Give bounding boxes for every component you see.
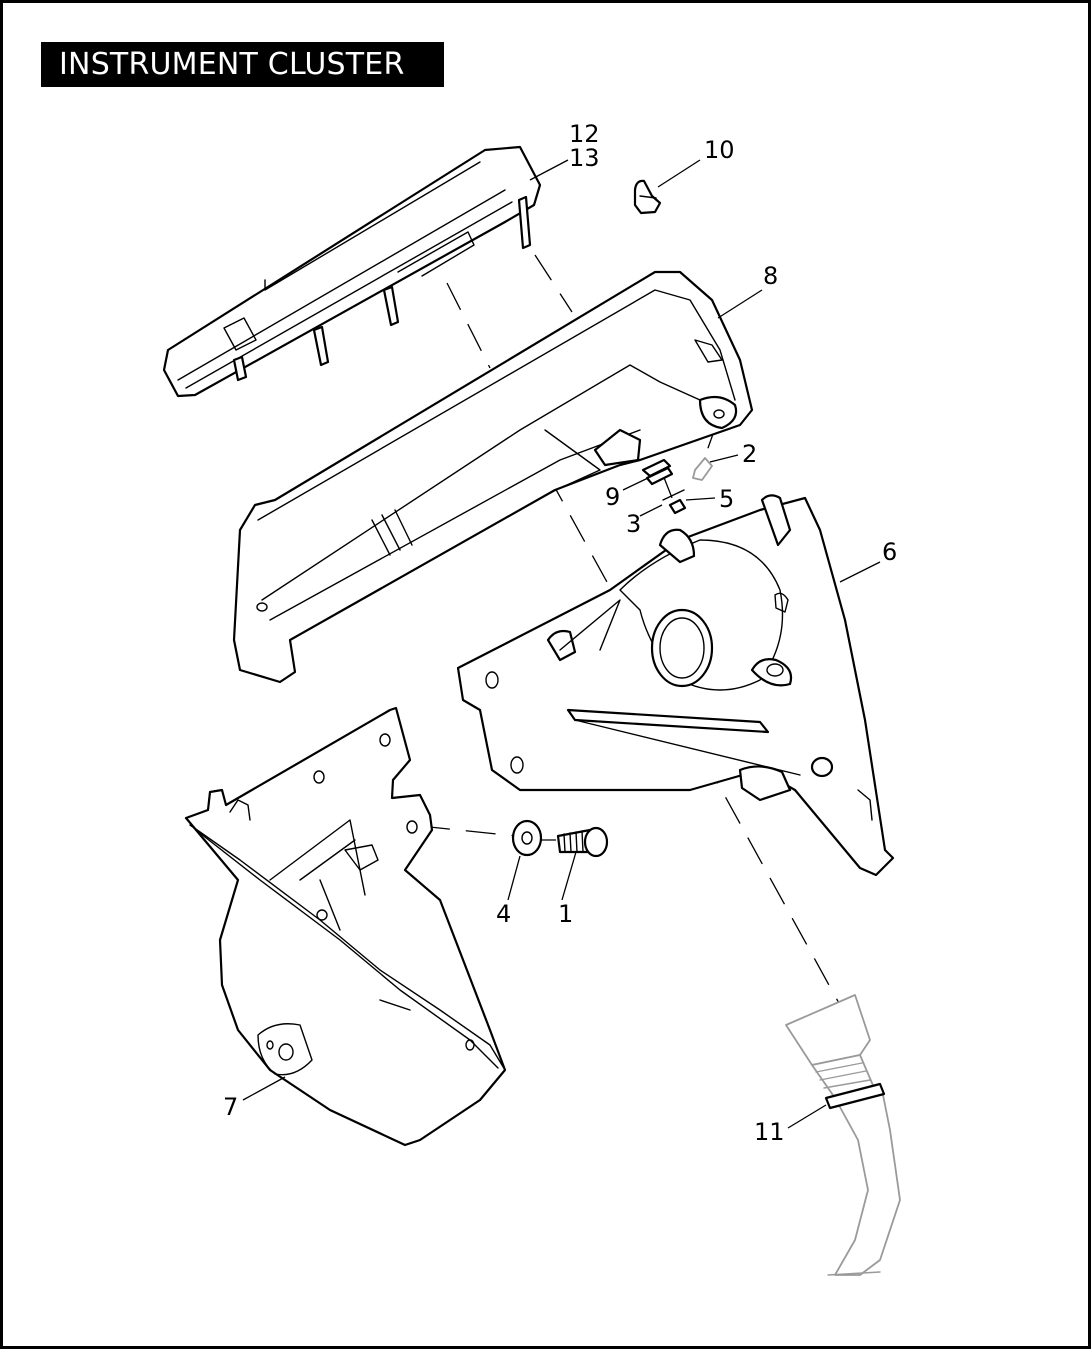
lower-skirt-cover xyxy=(184,706,507,1147)
callout-7: 7 xyxy=(223,1093,238,1121)
screw-part-1 xyxy=(556,826,609,858)
harness-boot-ghost xyxy=(785,994,901,1276)
callout-2: 2 xyxy=(742,440,757,468)
page-title: INSTRUMENT CLUSTER xyxy=(41,42,444,87)
upper-nacelle-facia xyxy=(232,270,754,684)
callout-12: 12 xyxy=(569,120,600,148)
screw-part-2 xyxy=(692,457,713,481)
callout-labels: 1 2 3 4 5 6 7 8 9 10 11 12 13 xyxy=(223,120,897,1146)
callout-9: 9 xyxy=(605,483,620,511)
callout-3: 3 xyxy=(626,510,641,538)
nut-part-5 xyxy=(668,498,687,515)
callout-10: 10 xyxy=(704,136,735,164)
callout-1: 1 xyxy=(558,900,573,928)
callout-4: 4 xyxy=(496,900,511,928)
lamp-socket-part xyxy=(633,179,662,215)
inner-mounting-bracket xyxy=(456,494,895,877)
callout-6: 6 xyxy=(882,538,897,566)
callout-5: 5 xyxy=(719,485,734,513)
callout-11: 11 xyxy=(754,1118,785,1146)
callout-13: 13 xyxy=(569,144,600,172)
instrument-gauge-housing xyxy=(162,145,542,398)
washer-part-4 xyxy=(511,819,543,857)
clip-part-9 xyxy=(641,458,674,486)
callout-leader-lines xyxy=(242,159,881,1129)
pin-part-3 xyxy=(662,489,685,501)
callout-8: 8 xyxy=(763,262,778,290)
